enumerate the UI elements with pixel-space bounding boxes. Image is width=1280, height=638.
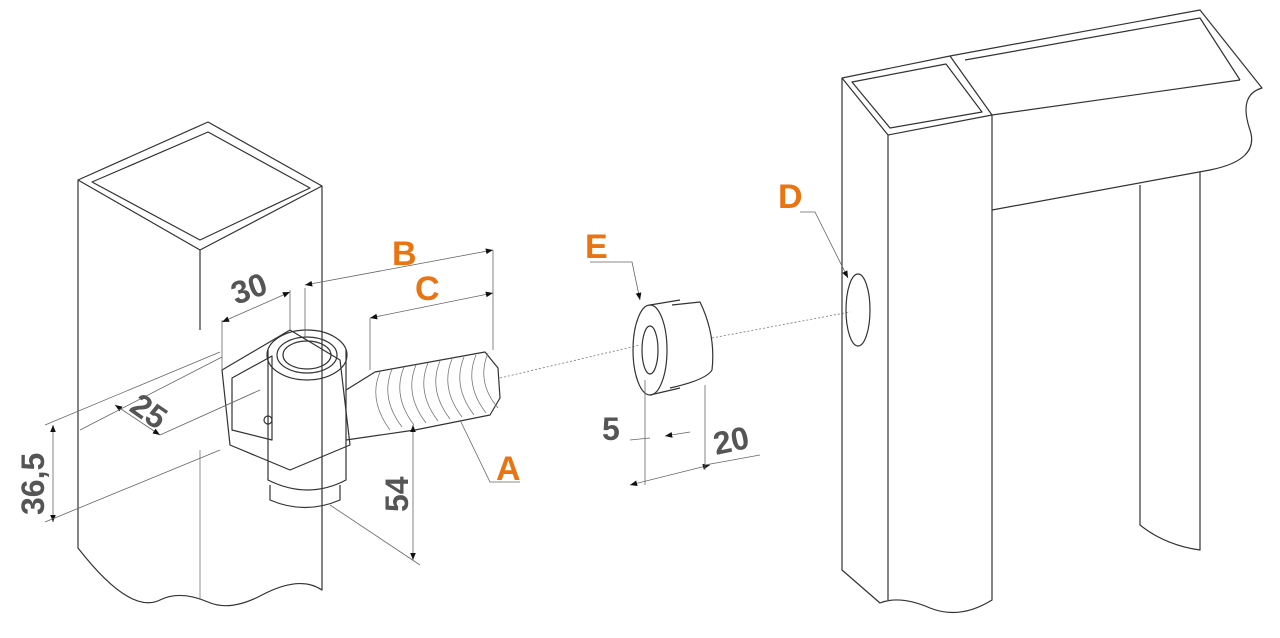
left-square-post [77,121,323,607]
dimension-lines [44,211,849,566]
dim-20: 20 [710,419,752,462]
hinge-body [221,329,351,509]
axis-line [499,311,851,379]
gate-frame [841,9,1263,614]
dim-30: 30 [226,266,272,312]
dim-5: 5 [602,411,620,447]
label-c: C [415,270,440,308]
bushing [632,299,714,396]
label-b: B [392,235,417,273]
label-a: A [496,450,521,488]
label-e: E [585,228,608,266]
dim-36-5: 36,5 [15,453,51,515]
dim-54: 54 [379,476,415,512]
label-d: D [778,178,803,216]
dim-25: 25 [124,386,174,436]
threaded-bolt [345,351,501,441]
